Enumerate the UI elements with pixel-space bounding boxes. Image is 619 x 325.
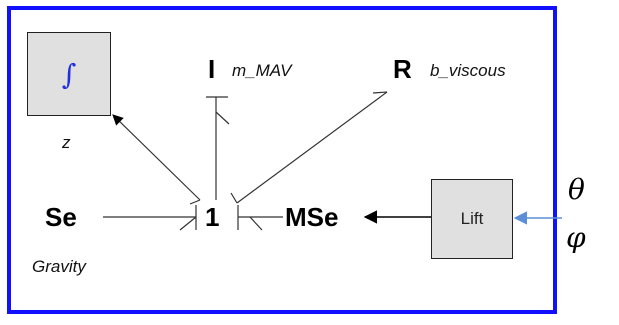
bond-junction-to-integrator (112, 114, 201, 205)
inertia-parameter: m_MAV (232, 61, 292, 80)
integrator-output-label: z (62, 133, 71, 152)
resistor-parameter: b_viscous (430, 61, 506, 80)
bond-junction-to-resistor (230, 91, 388, 204)
effort-source: Se (45, 202, 77, 232)
one-junction: 1 (205, 202, 220, 232)
bond-se-to-junction (103, 205, 197, 231)
bond-junction-to-inertia (206, 96, 230, 200)
lift-block[interactable]: Lift (431, 179, 513, 259)
resistor-element: R (393, 54, 412, 84)
lift-label: Lift (460, 209, 484, 228)
integrator-block[interactable]: ∫ (27, 32, 111, 116)
integral-icon: ∫ (61, 57, 77, 91)
inertia-element: I (208, 54, 216, 84)
bond-mse-to-junction (237, 205, 283, 231)
subsystem-frame (7, 6, 557, 314)
phi-input: φ (566, 221, 586, 254)
theta-input: θ (568, 173, 585, 206)
source-parameter: Gravity (32, 257, 86, 276)
modulated-effort-source: MSe (285, 202, 339, 232)
